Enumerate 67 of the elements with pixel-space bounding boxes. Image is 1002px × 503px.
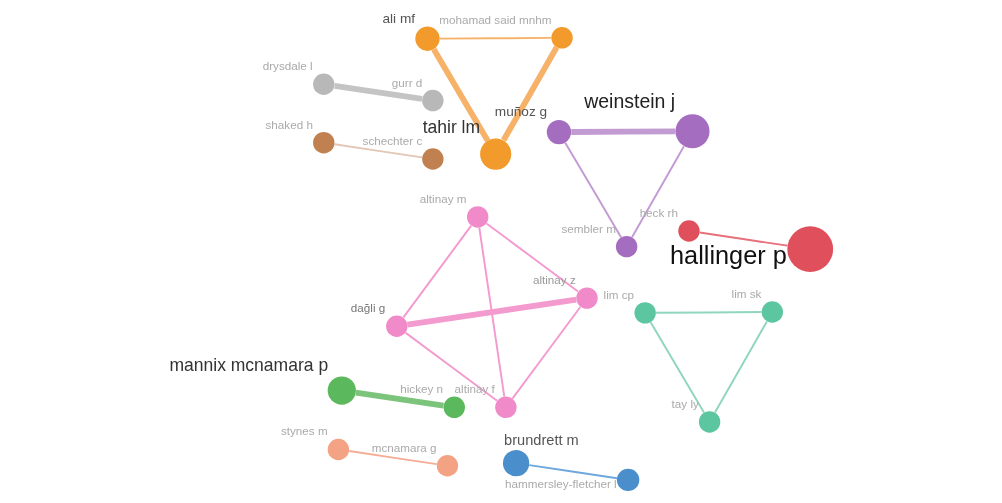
node-circle [633, 302, 656, 324]
node-label: weinstein j [583, 90, 675, 113]
connector [401, 224, 472, 319]
node-label: sembler m [560, 221, 616, 235]
node-circle [698, 411, 720, 433]
node-circle [327, 376, 356, 405]
node-circle [312, 73, 334, 95]
node-circle [494, 396, 517, 419]
node-label: hallinger p [669, 240, 787, 269]
node-circle [674, 114, 710, 149]
node-circle [761, 301, 783, 323]
node-label: dağli g [350, 301, 385, 315]
node-label: mohamad said mnhm [438, 12, 551, 26]
node-circle [327, 438, 349, 461]
node-label: brundrett m [503, 432, 579, 449]
node-label: lim cp [603, 287, 634, 301]
connector [570, 128, 675, 135]
connector [438, 36, 552, 40]
connector [354, 389, 444, 409]
node-circle [385, 315, 407, 337]
node-circle [546, 119, 571, 145]
connector [485, 222, 579, 293]
connector [698, 231, 788, 247]
connector [563, 141, 622, 239]
connector [406, 296, 577, 328]
node-label: tahir lm [422, 117, 480, 138]
connector [333, 143, 423, 159]
node-label: shaked h [265, 117, 313, 131]
node-label: hickey n [399, 382, 443, 396]
node-circle [786, 226, 833, 272]
node-label: gurr d [391, 75, 422, 89]
connector [404, 331, 498, 402]
node-circle [421, 89, 444, 112]
node-circle [502, 450, 529, 477]
node-label: mannix mcnamara p [168, 354, 328, 375]
connector [649, 321, 705, 414]
node-circle [443, 396, 465, 419]
node-label: hammersley-fletcher l [504, 476, 617, 490]
connector [527, 464, 618, 480]
node-circle [414, 26, 440, 51]
node-label: altinay m [419, 191, 466, 205]
node-circle [616, 468, 639, 492]
connector [713, 320, 768, 414]
node-label: mcnamara g [371, 440, 437, 454]
node-label: tay ly [671, 396, 699, 410]
node-circle [436, 455, 458, 477]
node-circle [312, 131, 334, 154]
connector [654, 311, 762, 314]
node-circle [575, 287, 598, 309]
connector [510, 306, 581, 400]
connector [630, 145, 685, 239]
node-circle [550, 27, 573, 49]
node-label: ali mf [381, 10, 415, 26]
node-circle [421, 148, 444, 170]
connector [477, 226, 505, 398]
connector [333, 83, 422, 102]
node-label: lim sk [731, 286, 761, 300]
node-circle [615, 235, 637, 258]
node-label: drysdale l [262, 59, 313, 73]
node-circle [479, 138, 511, 170]
node-circle [677, 220, 700, 242]
connector [347, 450, 438, 466]
node-label: schechter c [362, 133, 422, 147]
node-circle [466, 206, 488, 228]
connector [430, 47, 490, 143]
connector [500, 45, 559, 142]
node-label: stynes m [280, 424, 328, 438]
